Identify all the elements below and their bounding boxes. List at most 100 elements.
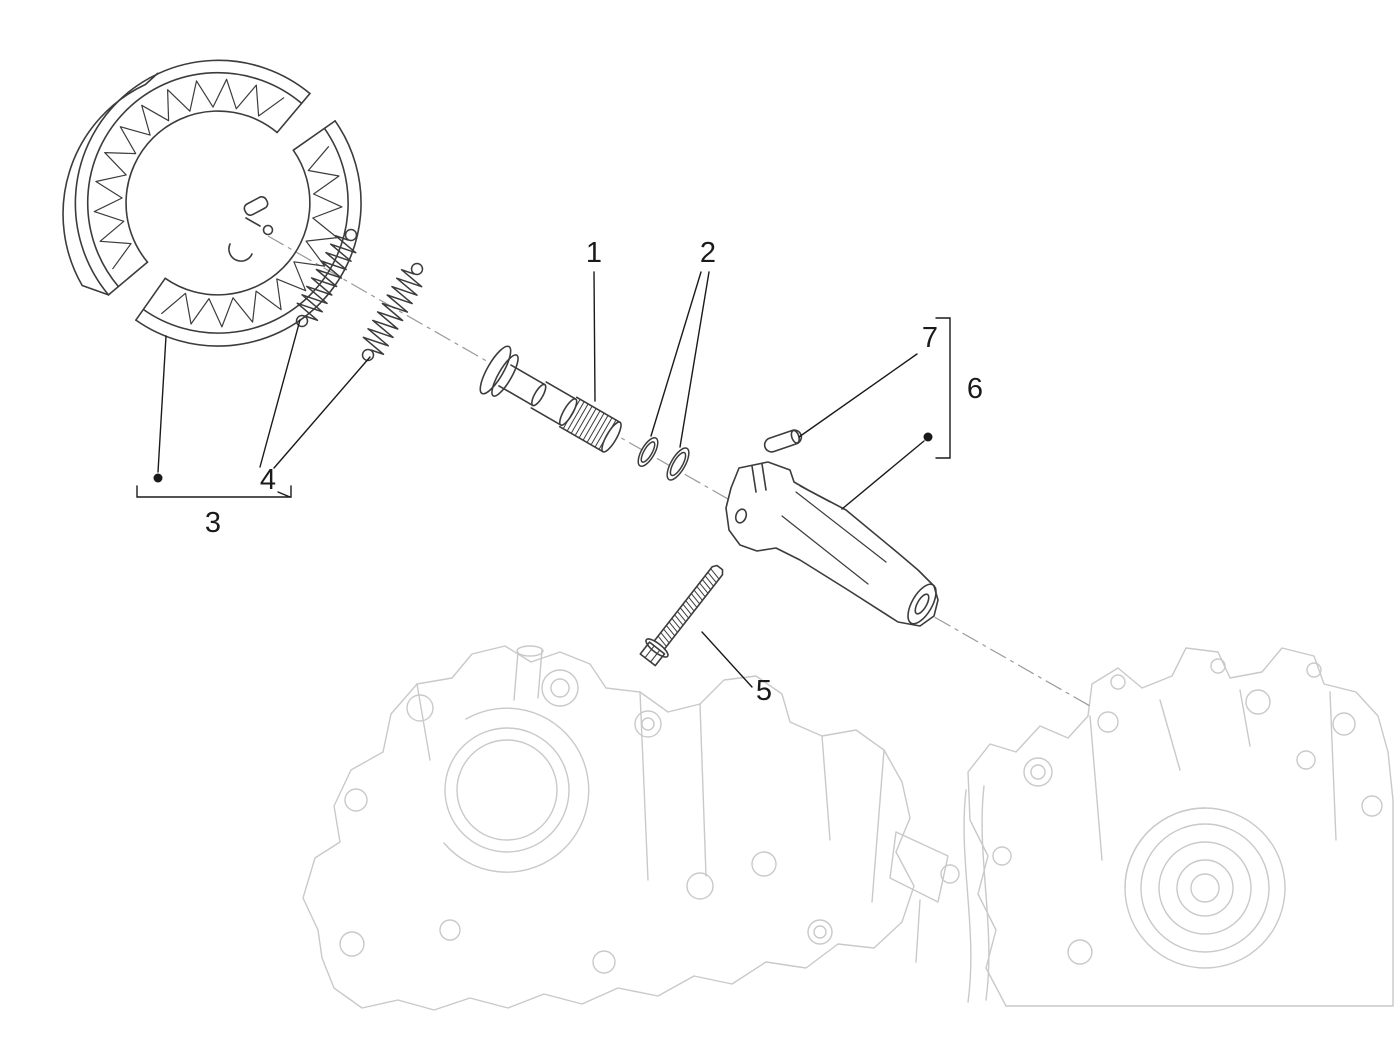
hub-ring bbox=[1176, 859, 1234, 917]
boss bbox=[992, 846, 1012, 866]
boss bbox=[1067, 939, 1093, 965]
left-case-ribs bbox=[416, 683, 885, 903]
callout-5-label: 5 bbox=[756, 675, 772, 707]
camshaft-head-disc-back bbox=[491, 354, 519, 397]
bolt-head bbox=[639, 641, 666, 667]
boss bbox=[1023, 757, 1053, 787]
shoe-b-outer bbox=[135, 120, 362, 347]
boss bbox=[541, 669, 579, 707]
boss bbox=[1296, 750, 1316, 770]
shoe-a-outer bbox=[74, 59, 311, 296]
right-case-ribs bbox=[1089, 689, 1337, 861]
callout-1-label: 1 bbox=[586, 237, 602, 269]
bracket-6 bbox=[935, 317, 951, 459]
callout-7-label: 7 bbox=[922, 322, 938, 354]
callout-3-dot bbox=[153, 473, 163, 483]
leader-2a bbox=[650, 271, 702, 437]
camshaft-step bbox=[531, 383, 547, 407]
engine-case-background bbox=[302, 645, 1394, 1011]
left-bore-inner bbox=[456, 739, 558, 841]
boss bbox=[1245, 689, 1271, 715]
spring-hook bbox=[410, 262, 424, 276]
left-case-stud bbox=[513, 649, 543, 701]
boss bbox=[439, 919, 461, 941]
boss bbox=[406, 694, 434, 722]
arm-clamp-slot bbox=[751, 463, 767, 493]
bracket-3 bbox=[136, 485, 292, 498]
bolt-threads bbox=[657, 568, 720, 647]
hub-ring bbox=[1158, 841, 1252, 935]
arm-body-outline bbox=[725, 461, 939, 627]
shoe-a-lining bbox=[86, 71, 303, 288]
lug-hole bbox=[1210, 658, 1226, 674]
camshaft-body bbox=[530, 381, 577, 426]
pin-end-face bbox=[790, 429, 801, 444]
callout-2-label: 2 bbox=[700, 237, 716, 269]
shoe-b-caps bbox=[135, 120, 336, 321]
boss bbox=[344, 788, 368, 812]
left-bore-arc bbox=[443, 707, 590, 873]
callout-6-dot bbox=[923, 432, 933, 442]
spring-right bbox=[361, 262, 424, 362]
boss bbox=[641, 717, 655, 731]
leader-4c bbox=[277, 491, 291, 498]
boss bbox=[634, 710, 662, 738]
shoe-a-web bbox=[93, 78, 285, 270]
boss bbox=[592, 950, 616, 974]
spring-hook bbox=[295, 314, 309, 328]
arm-end-boss bbox=[907, 583, 937, 625]
leader-5 bbox=[701, 631, 753, 688]
lug-hole bbox=[1110, 674, 1126, 690]
brake-shoe-springs bbox=[295, 228, 424, 362]
hub-ring bbox=[1124, 807, 1286, 969]
hub-arc bbox=[1124, 807, 1206, 889]
lug-hole bbox=[1306, 662, 1322, 678]
leader-4a bbox=[259, 319, 301, 468]
arm-clamp-bolt-hole bbox=[734, 508, 748, 524]
leader-6 bbox=[841, 440, 925, 510]
camshaft-spline-teeth bbox=[562, 398, 617, 450]
boss bbox=[339, 931, 365, 957]
spring-hook bbox=[344, 228, 358, 242]
boss bbox=[686, 872, 714, 900]
camshaft-neck bbox=[498, 364, 546, 407]
boss bbox=[1332, 712, 1356, 736]
o-ring-small bbox=[637, 437, 659, 467]
leader-7 bbox=[798, 353, 918, 438]
bolt-head-facets bbox=[644, 645, 661, 663]
leader-3 bbox=[157, 335, 167, 473]
boss bbox=[807, 919, 833, 945]
callouts: 1 2 3 4 5 6 7 bbox=[136, 237, 983, 707]
leader-1 bbox=[593, 271, 596, 402]
camshaft-head-disc bbox=[479, 345, 512, 395]
shoe-b-inner bbox=[164, 149, 311, 296]
shoe-b-web bbox=[161, 146, 343, 328]
right-case-outline bbox=[967, 647, 1394, 1007]
pin bbox=[763, 429, 803, 453]
leader-4b bbox=[273, 356, 371, 469]
linkage-pin bbox=[940, 864, 960, 884]
left-case-outline bbox=[302, 645, 915, 1011]
boss bbox=[1361, 795, 1383, 817]
leader-2b bbox=[679, 271, 710, 448]
boss bbox=[1030, 764, 1046, 780]
left-bore-outer bbox=[444, 727, 570, 853]
brake-arm-assembly bbox=[725, 461, 939, 627]
callout-6-label: 6 bbox=[967, 373, 983, 405]
spring-coil bbox=[362, 268, 423, 356]
arm-boss-hole bbox=[914, 593, 930, 615]
shoe-a-caps bbox=[107, 92, 311, 296]
parts bbox=[62, 59, 939, 667]
brake-shoe-assembly bbox=[62, 59, 362, 347]
boss bbox=[751, 851, 777, 877]
hub-ring bbox=[1140, 823, 1270, 953]
camshaft-step bbox=[558, 398, 578, 426]
spring-coil bbox=[296, 234, 357, 322]
shoe-pivot-details bbox=[228, 196, 274, 262]
shoe-b-lining bbox=[142, 127, 349, 334]
spring-left bbox=[295, 228, 358, 328]
arm-ridges bbox=[781, 485, 887, 585]
shoe-a-inner bbox=[125, 110, 278, 263]
